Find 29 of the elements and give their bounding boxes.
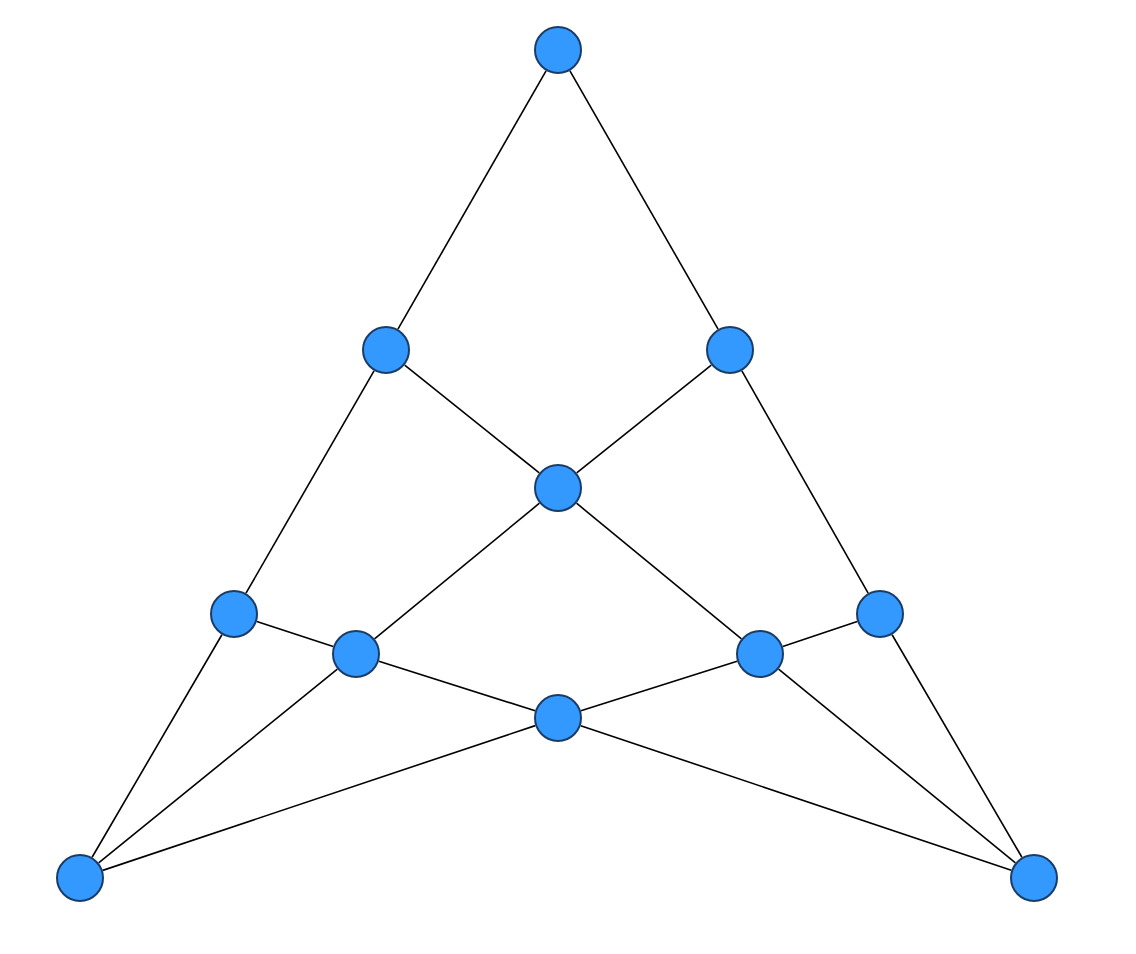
connector-line: [403, 364, 541, 474]
node-circle: [362, 326, 410, 374]
connector-line: [91, 633, 223, 859]
connector-line: [575, 502, 743, 640]
connector-line: [256, 620, 334, 648]
connector-line: [97, 668, 339, 864]
connector-line: [245, 370, 375, 594]
connector-line: [579, 724, 1013, 872]
connector-line: [569, 70, 719, 330]
connector-line: [378, 660, 536, 712]
connector-line: [397, 70, 547, 330]
connector-line: [101, 724, 537, 872]
node-circle: [706, 326, 754, 374]
node-circle: [534, 26, 582, 74]
connector-line: [575, 364, 713, 474]
connector-line: [741, 370, 869, 594]
node-circle: [1010, 854, 1058, 902]
connector-line: [891, 633, 1023, 859]
node-circle: [534, 694, 582, 742]
node-circle: [332, 630, 380, 678]
connector-line: [580, 660, 738, 712]
node-circle: [56, 854, 104, 902]
connector-line: [373, 502, 541, 640]
node-circle: [534, 464, 582, 512]
connector-line: [777, 668, 1017, 864]
node-circle: [736, 630, 784, 678]
node-circle: [856, 590, 904, 638]
connector-line: [781, 620, 859, 648]
node-circle: [210, 590, 258, 638]
